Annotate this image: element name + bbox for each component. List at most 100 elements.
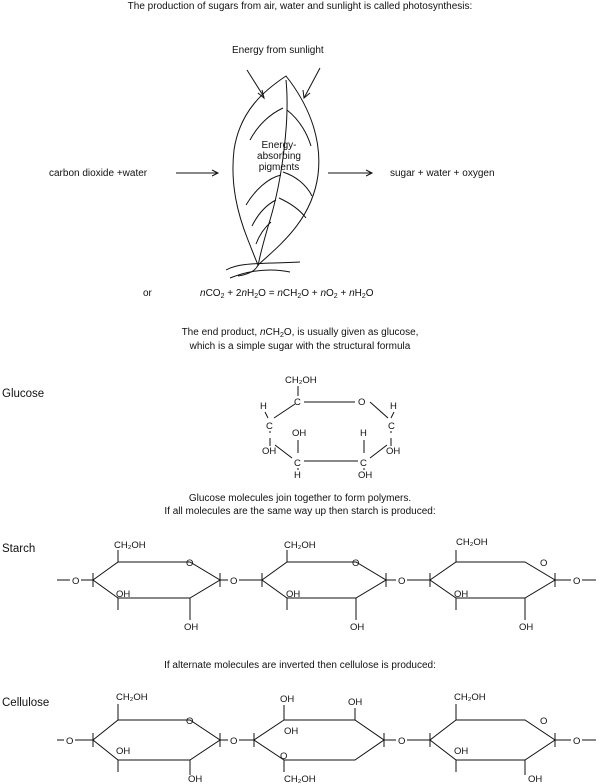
cellulose-u1-oh2: OH <box>188 774 202 784</box>
cellulose-u3-oh1: OH <box>454 746 468 757</box>
eq-h: H <box>247 288 255 299</box>
starch-u1-oh2: OH <box>184 622 198 633</box>
cellulose-u3-oh2: OH <box>528 774 542 784</box>
eq-ch: CH <box>282 288 298 299</box>
eq-plus-1: + 2 <box>224 288 242 299</box>
photosynthesis-equation: nCO2 + 2nH2O = nCH2O + nO2 + nH2O <box>200 288 374 300</box>
pigment-label-line-2: absorbing <box>257 151 301 162</box>
input-label: carbon dioxide +water <box>49 168 148 179</box>
cellulose-u2-ch2oh: CH₂OH <box>284 774 316 784</box>
starch-u3-ch2oh: CH₂OH <box>456 537 488 548</box>
cellulose-unit-2: OH OH OH O CH₂OH <box>253 694 385 784</box>
ep-n: n <box>259 327 266 338</box>
polymer-line-2: If all molecules are the same way up the… <box>164 506 436 517</box>
starch-link-o-1: O <box>230 576 237 587</box>
starch-link-o-3: O <box>573 576 580 587</box>
starch-label: Starch <box>2 543 36 555</box>
glucose-h1: H <box>260 401 267 412</box>
sunlight-label: Energy from sunlight <box>232 45 324 56</box>
glucose-c1: C <box>294 397 301 408</box>
cellulose-u3-o: O <box>540 716 547 727</box>
intro-text: The production of sugars from air, water… <box>127 1 473 12</box>
eq-o: O <box>258 288 266 299</box>
glucose-oh3: OH <box>386 446 400 457</box>
eq-sub-5: 2 <box>361 293 366 300</box>
ep-c: O, is usually given as glucose, <box>283 327 419 338</box>
cellulose-label: Cellulose <box>2 697 50 709</box>
cellulose-u3-ch2oh: CH₂OH <box>454 692 486 703</box>
eq-o-2: O <box>301 288 310 299</box>
ep-a: The end product, <box>181 327 260 338</box>
glucose-c3: C <box>388 421 395 432</box>
eq-equals: = <box>265 288 278 299</box>
ep-sub: 2 <box>279 332 284 339</box>
starch-u1-ch2oh: CH₂OH <box>114 540 146 551</box>
eq-h-2: H <box>354 288 362 299</box>
cellulose-u2-oh1: OH <box>280 694 294 705</box>
cellulose-unit-1: CH₂OH O OH OH <box>92 692 221 784</box>
cellulose-u2-oh2: OH <box>348 697 362 708</box>
glucose-c4: C <box>294 458 301 469</box>
starch-u2-oh2: OH <box>350 622 364 633</box>
glucose-c2: C <box>266 421 273 432</box>
eq-co: CO <box>205 288 221 299</box>
cellulose-u1-o: O <box>186 716 193 727</box>
eq-plus-3: + <box>337 288 350 299</box>
glucose-c5: C <box>360 458 367 469</box>
starch-u2-oh1: OH <box>286 589 300 600</box>
ep-b: CH <box>265 327 280 338</box>
eq-n-5: n <box>349 288 355 299</box>
starch-u2-o: O <box>352 558 359 569</box>
pigment-label-line-1: Energy- <box>261 140 297 151</box>
starch-u3-oh1: OH <box>454 589 468 600</box>
cellulose-link-o-0: O <box>66 736 73 747</box>
eq-sub-4: 2 <box>333 293 338 300</box>
starch-u1-oh1: OH <box>116 589 130 600</box>
eq-sub-1: 2 <box>220 293 225 300</box>
pigment-label-line-3: pigments <box>258 162 300 173</box>
cellulose-link-o-1: O <box>230 736 237 747</box>
eq-n-1: n <box>200 288 206 299</box>
polymer-line-1: Glucose molecules join together to form … <box>188 493 412 504</box>
cellulose-u2-o: O <box>280 751 287 762</box>
cellulose-text: If alternate molecules are inverted then… <box>164 660 436 671</box>
eq-plus-2: + <box>309 288 321 299</box>
eq-n-4: n <box>320 288 326 299</box>
glucose-h2: H <box>390 401 397 412</box>
glucose-h4: H <box>294 470 301 481</box>
glucose-label: Glucose <box>2 388 45 400</box>
starch-link-o-0: O <box>72 576 79 587</box>
pigment-label: Energy- absorbing pigments <box>244 140 314 173</box>
cellulose-u1-oh1: OH <box>116 746 130 757</box>
starch-u1-o: O <box>186 558 193 569</box>
glucose-oh1: OH <box>292 428 306 439</box>
polymer-text: Glucose molecules join together to form … <box>0 492 600 518</box>
cellulose-link-o-3: O <box>573 736 580 747</box>
cellulose-link-o-2: O <box>398 736 405 747</box>
glucose-ch2oh: CH₂OH <box>285 375 317 386</box>
glucose-o: O <box>358 397 365 408</box>
eq-n-3: n <box>277 288 283 299</box>
starch-u3-o: O <box>540 558 547 569</box>
glucose-oh4: OH <box>358 470 372 481</box>
eq-sub-3: 2 <box>297 293 302 300</box>
cellulose-unit-3: CH₂OH O OH OH <box>429 692 556 784</box>
end-product-text: The end product, nCH2O, is usually given… <box>0 326 600 354</box>
eq-o-4: O <box>365 288 374 299</box>
output-label: sugar + water + oxygen <box>390 168 495 179</box>
cellulose-u1-ch2oh: CH₂OH <box>116 692 148 703</box>
starch-u2-ch2oh: CH₂OH <box>284 540 316 551</box>
glucose-h3: H <box>360 428 367 439</box>
starch-link-o-2: O <box>398 576 405 587</box>
end-product-line-1: The end product, nCH2O, is usually given… <box>0 326 600 340</box>
equation-or: or <box>143 288 152 299</box>
end-product-line-2: which is a simple sugar with the structu… <box>189 341 411 352</box>
eq-o-3: O <box>326 288 334 299</box>
eq-n-2: n <box>241 288 247 299</box>
eq-sub-2: 2 <box>254 293 259 300</box>
starch-u3-oh2: OH <box>519 622 533 633</box>
